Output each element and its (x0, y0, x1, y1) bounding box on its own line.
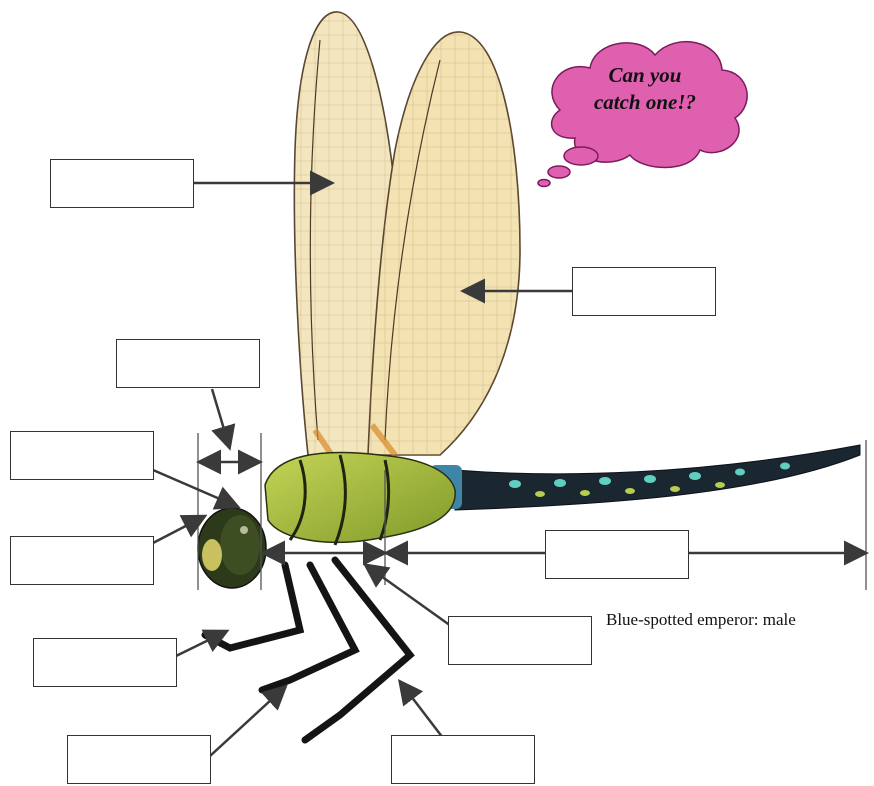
label-box-middle-leg[interactable] (67, 735, 211, 784)
label-box-eye[interactable] (10, 431, 154, 480)
label-box-hindwing[interactable] (572, 267, 716, 316)
label-box-forewing[interactable] (50, 159, 194, 208)
speech-bubble-line-1: Can you (585, 62, 705, 89)
label-box-thorax[interactable] (448, 616, 592, 665)
label-box-head-width[interactable] (116, 339, 260, 388)
speech-bubble-text: Can you catch one!? (585, 62, 705, 116)
abdomen (430, 445, 860, 510)
wings (294, 12, 520, 460)
label-box-antenna[interactable] (10, 536, 154, 585)
species-caption: Blue-spotted emperor: male (606, 610, 796, 630)
label-box-front-leg[interactable] (33, 638, 177, 687)
label-box-hind-leg[interactable] (391, 735, 535, 784)
speech-bubble-line-2: catch one!? (585, 89, 705, 116)
head (198, 508, 266, 588)
label-box-abdomen[interactable] (545, 530, 689, 579)
thorax (265, 453, 455, 545)
